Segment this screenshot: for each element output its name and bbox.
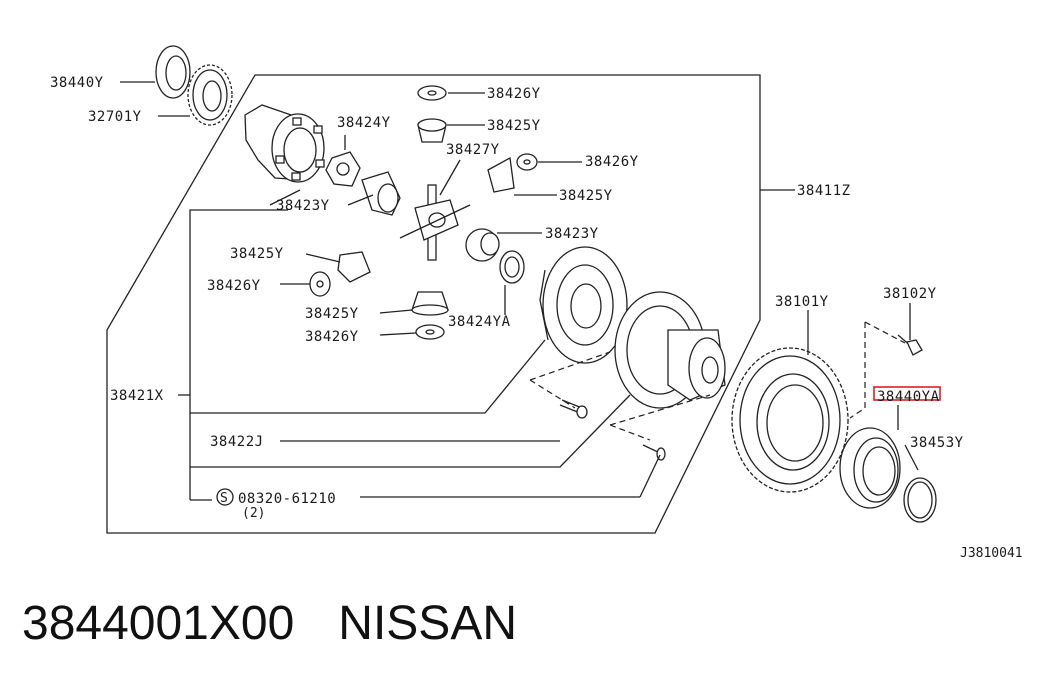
part-number: 3844001X00 [22, 597, 295, 650]
diff-case-left [244, 104, 325, 183]
label-38424ya: 38424YA [448, 314, 511, 330]
label-38411z: 38411Z [797, 183, 851, 199]
label-38453y: 38453Y [910, 435, 964, 451]
label-38426y-a: 38426Y [487, 86, 541, 102]
label-38440y: 38440Y [50, 75, 104, 91]
assembly-outline [106, 74, 761, 534]
label-38425y-d: 38425Y [305, 306, 359, 322]
label-38425y-a: 38425Y [487, 118, 541, 134]
screw-08320-61210 [642, 444, 666, 461]
diff-case-flange [539, 246, 628, 364]
dashed-guide-5 [864, 321, 906, 344]
label-38426y-b: 38426Y [585, 154, 639, 170]
label-38426y-d: 38426Y [305, 329, 359, 345]
dashed-guide-4 [609, 394, 711, 426]
s-symbol: S [220, 491, 228, 506]
label-32701y: 32701Y [88, 109, 142, 125]
shim-38453y [903, 477, 937, 523]
label-38426y-c: 38426Y [207, 278, 261, 294]
dashed-guide-2 [529, 379, 576, 409]
diff-case-right [614, 291, 726, 409]
subassembly-bracket [189, 209, 288, 500]
pinion-shaft-38427y [399, 184, 471, 261]
pinion-38425y-bottom [411, 291, 449, 316]
highlight-box [873, 386, 941, 401]
washer-38426y-right [516, 153, 538, 171]
label-08320-61210: 08320-61210 [238, 491, 336, 507]
label-38425y-c: 38425Y [230, 246, 284, 262]
bolt-38422j [559, 399, 588, 419]
bolt-38102y [897, 334, 923, 356]
label-08320-qty: (2) [242, 506, 265, 521]
pinion-38425y-right [487, 156, 515, 193]
washer-38426y-left [309, 271, 331, 297]
label-38421x: 38421X [110, 388, 164, 404]
gear-32701y [187, 64, 233, 126]
brand-name: NISSAN [338, 597, 517, 650]
pinion-38425y-left [337, 251, 371, 283]
washer-38424ya [499, 250, 525, 284]
label-38102y: 38102Y [883, 286, 937, 302]
washer-38424y [325, 151, 361, 187]
label-38423y-a: 38423Y [276, 198, 330, 214]
label-38440ya: 38440YA [877, 389, 940, 405]
dashed-guide-6 [849, 322, 866, 419]
bearing-38440ya [839, 427, 901, 509]
diagram-code: J3810041 [960, 546, 1023, 561]
washer-38426y-top [417, 85, 447, 101]
side-gear-38423y-right [465, 228, 500, 262]
label-38425y-b: 38425Y [559, 188, 613, 204]
pinion-38425y-top [417, 118, 447, 143]
s-symbol-circle [216, 488, 234, 506]
ring-gear-38101y [731, 347, 849, 493]
oil-seal-38440y [155, 45, 191, 99]
label-38427y: 38427Y [446, 142, 500, 158]
parts-diagram: 38440Y 32701Y 38426Y 38424Y 38425Y 38427… [50, 45, 1023, 561]
dashed-guide-1 [529, 351, 611, 381]
label-38101y: 38101Y [775, 294, 829, 310]
part-caption: 3844001X00 NISSAN [22, 596, 517, 651]
washer-38426y-bottom [415, 324, 445, 340]
label-38424y: 38424Y [337, 115, 391, 131]
label-38423y-b: 38423Y [545, 226, 599, 242]
dashed-guide-3 [609, 424, 651, 441]
side-gear-38423y-left [361, 171, 401, 216]
label-38422j: 38422J [210, 434, 264, 450]
